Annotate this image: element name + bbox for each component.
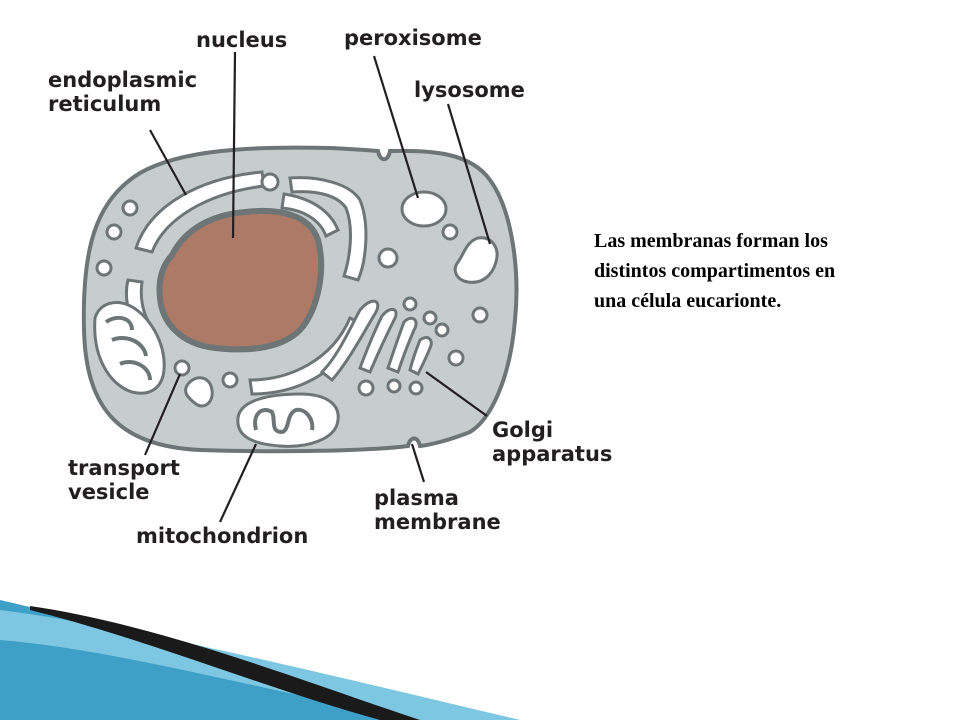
endoplasmic-reticulum [124, 170, 368, 396]
leader-transport-vesicle [143, 373, 182, 456]
peroxisome [400, 190, 448, 228]
decorative-swoosh [0, 600, 520, 720]
label-peroxisome: peroxisome [344, 26, 482, 50]
lysosome [453, 236, 499, 284]
mitochondrion-left [93, 301, 166, 395]
label-golgi-apparatus: Golgi apparatus [492, 418, 613, 466]
swoosh-blue [0, 600, 520, 720]
leader-peroxisome [372, 55, 420, 199]
caption: Las membranas forman los distintos compa… [594, 230, 836, 312]
label-plasma-membrane: plasma membrane [374, 486, 501, 534]
vesicles [95, 172, 489, 408]
label-lysosome: lysosome [414, 78, 525, 102]
leader-plasma-membrane [410, 443, 426, 483]
swoosh-black [30, 606, 420, 720]
leader-golgi [425, 371, 488, 417]
label-transport-vesicle: transport vesicle [68, 456, 180, 504]
leader-mitochondrion [219, 443, 257, 523]
mitochondrion [236, 392, 340, 448]
leader-nucleus [231, 51, 237, 239]
leader-er [149, 129, 187, 196]
golgi-apparatus [319, 299, 433, 383]
label-mitochondrion: mitochondrion [136, 524, 309, 548]
label-nucleus: nucleus [196, 28, 288, 52]
leader-lysosome [446, 103, 492, 245]
leader-lines [143, 51, 492, 523]
transport-vesicle [173, 359, 191, 377]
nucleus [156, 207, 325, 353]
label-endoplasmic-reticulum: endoplasmic reticulum [48, 68, 198, 116]
